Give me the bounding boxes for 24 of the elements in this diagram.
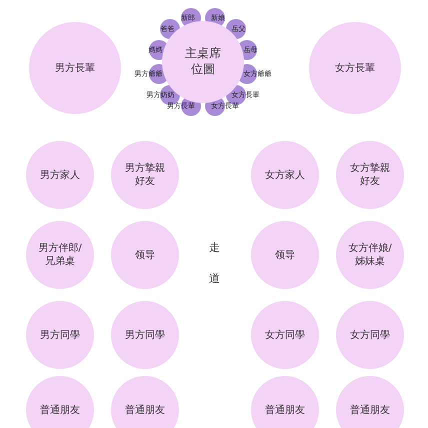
table-label: 男方同學 bbox=[39, 328, 81, 342]
table-label: 普通朋友 bbox=[124, 404, 166, 416]
table-label: 女方家人 bbox=[264, 168, 306, 182]
table-label: 女方摯親好友 bbox=[349, 162, 391, 188]
table-label: 领导 bbox=[134, 248, 156, 262]
table-label: 男方長輩 bbox=[54, 62, 96, 74]
table-label: 领导 bbox=[274, 248, 296, 262]
round-table bbox=[336, 376, 404, 428]
table-label: 女方同學 bbox=[349, 328, 391, 342]
table-label: 主桌席位圖 bbox=[184, 46, 222, 78]
round-table bbox=[111, 376, 179, 428]
table-label: 普通朋友 bbox=[349, 404, 391, 416]
table-label: 普通朋友 bbox=[264, 404, 306, 416]
table-label: 女方長輩 bbox=[334, 62, 376, 74]
round-table bbox=[251, 376, 319, 428]
table-label: 男方摯親好友 bbox=[124, 162, 166, 188]
table-label: 男方家人 bbox=[39, 168, 81, 182]
table-label: 女方伴娘/姊妹桌 bbox=[347, 242, 393, 268]
table-label: 男方同學 bbox=[124, 328, 166, 342]
round-table bbox=[26, 376, 94, 428]
table-label: 男方伴郎/兄弟桌 bbox=[37, 242, 83, 268]
table-label: 普通朋友 bbox=[39, 404, 81, 416]
aisle-label: 走道 bbox=[207, 232, 221, 296]
table-label: 女方同學 bbox=[264, 328, 306, 342]
